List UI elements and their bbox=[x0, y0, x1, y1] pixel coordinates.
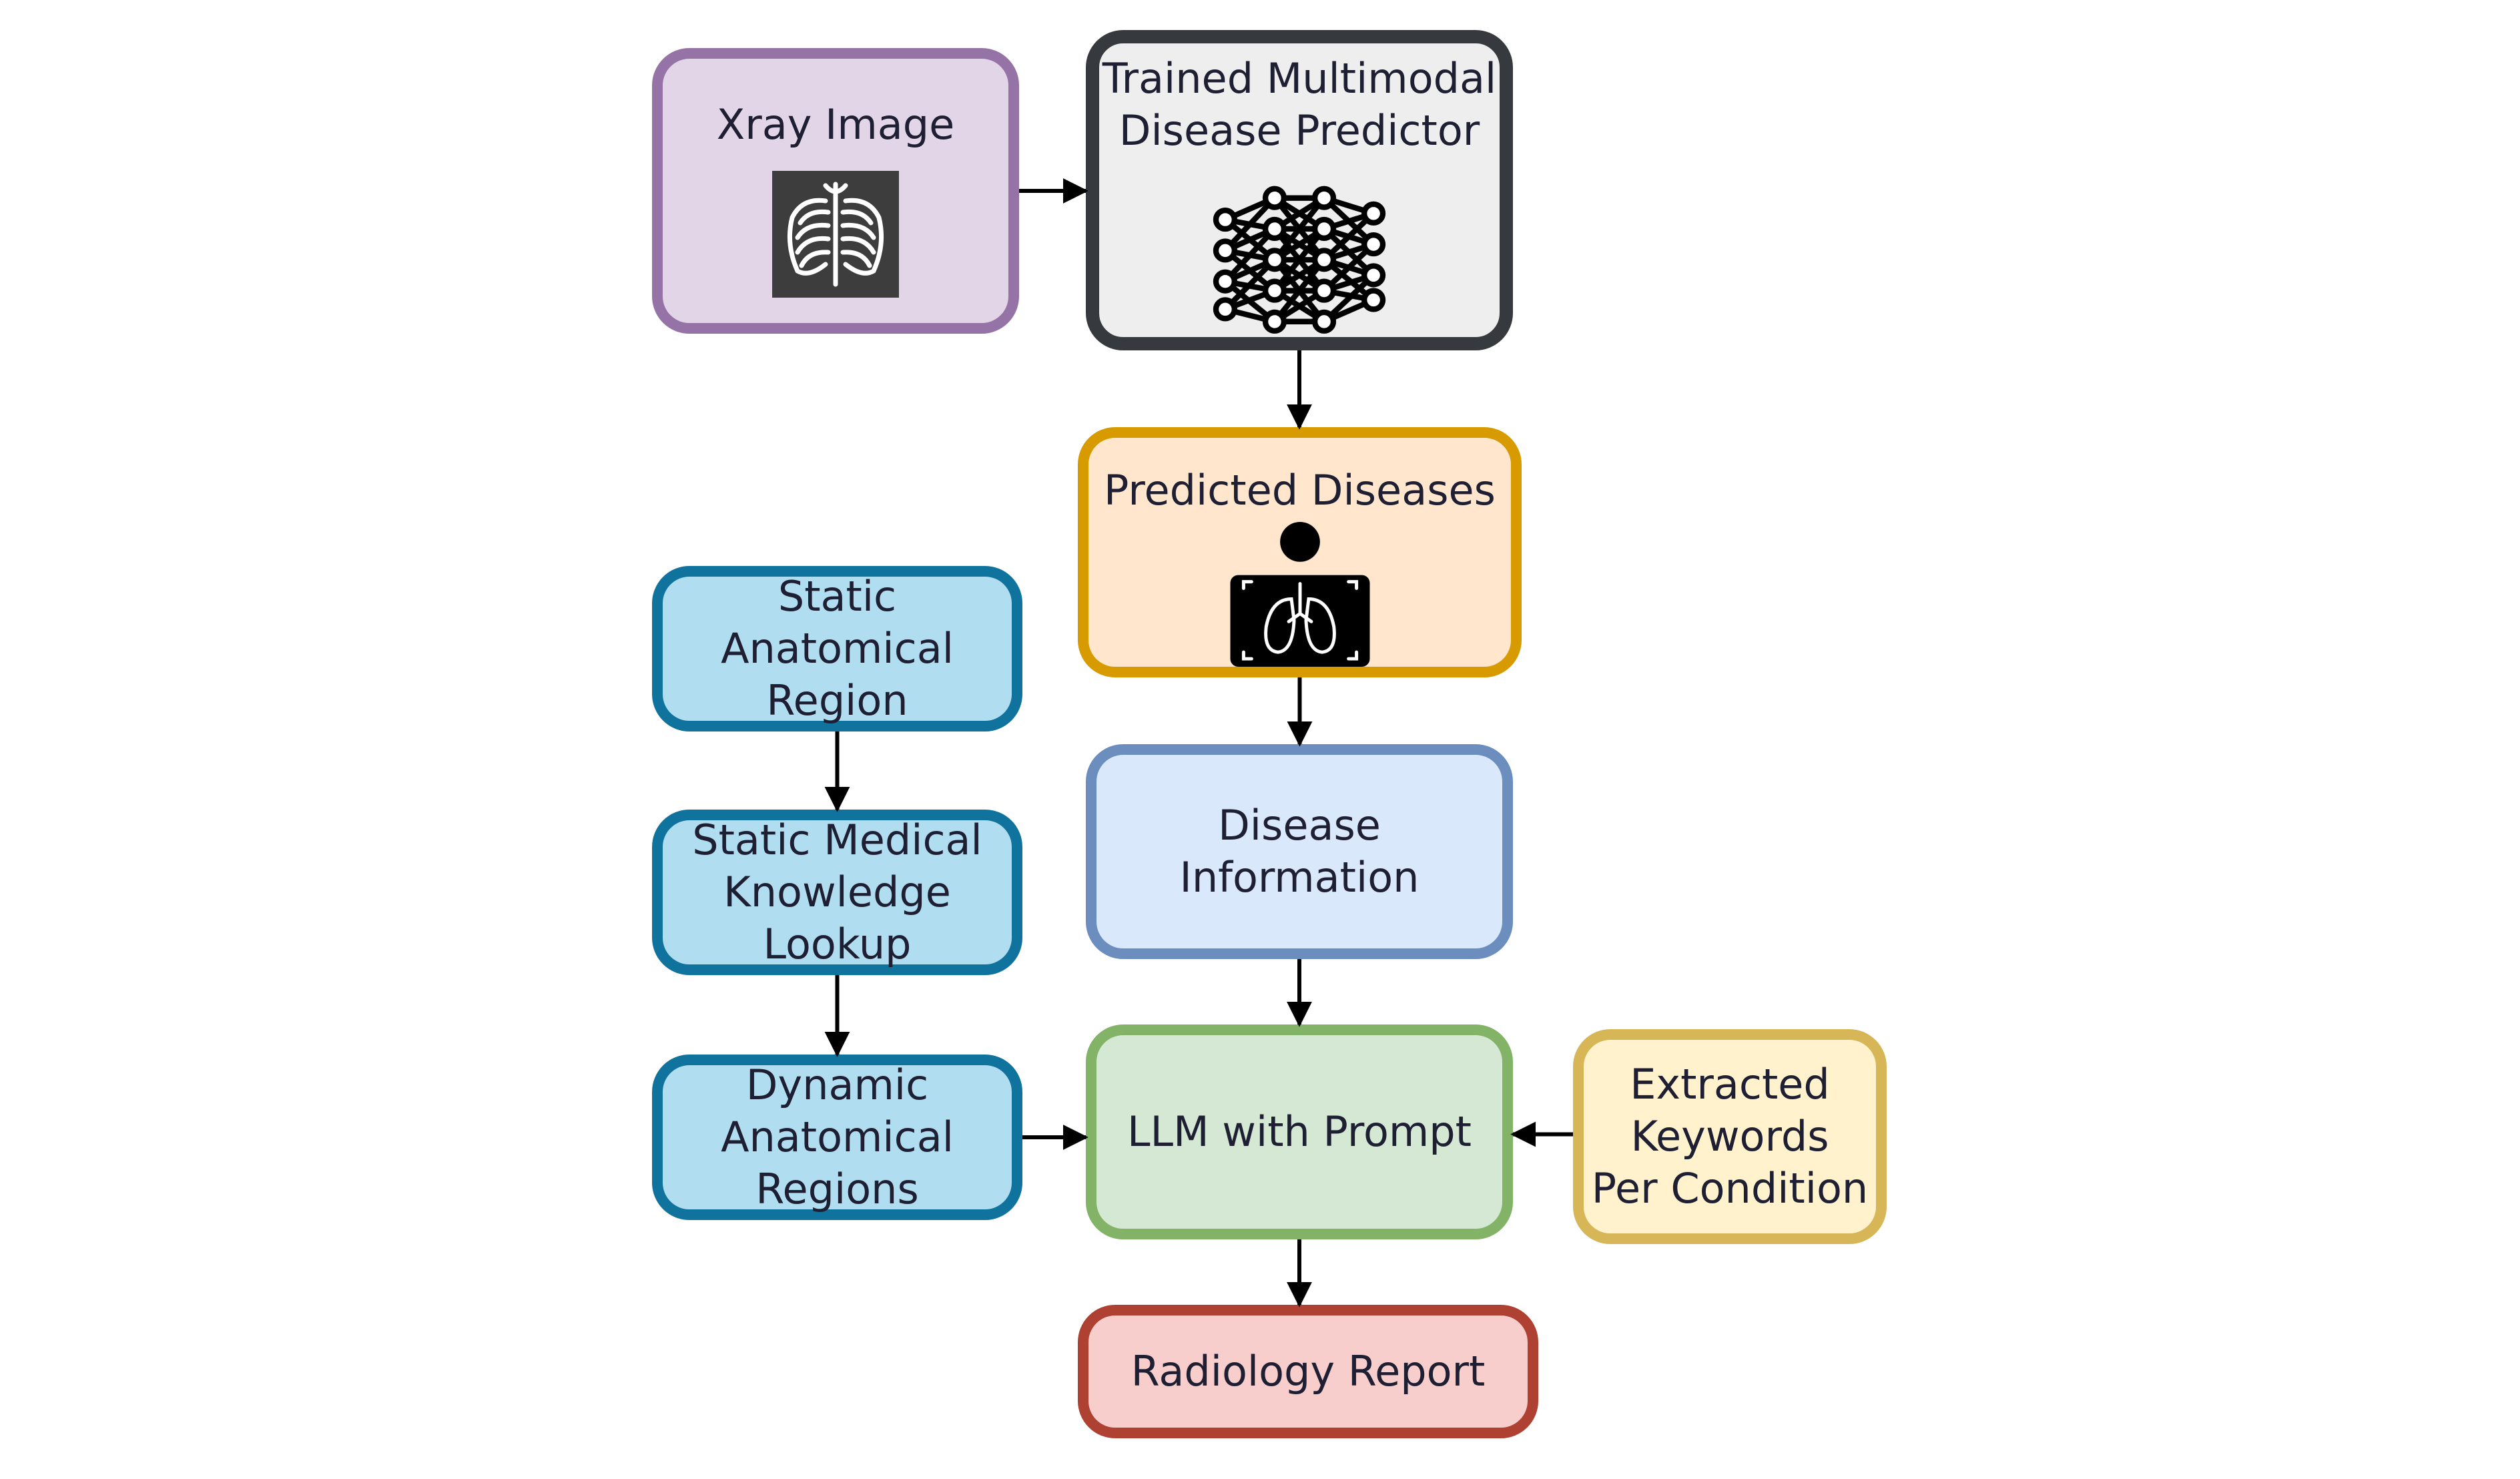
patient-lung-xray-icon bbox=[1229, 521, 1370, 667]
node-label: Disease Information bbox=[1179, 801, 1420, 902]
disease-predictor-node: Trained Multimodal Disease Predictor bbox=[1086, 30, 1513, 350]
node-label: Radiology Report bbox=[1131, 1347, 1486, 1396]
dynamic-anatomical-regions-node: Dynamic Anatomical Regions bbox=[652, 1055, 1022, 1220]
xray-image-node: Xray Image bbox=[652, 48, 1019, 334]
node-label: Xray Image bbox=[716, 100, 955, 149]
node-label: Static Anatomical Region bbox=[721, 572, 954, 725]
llm-with-prompt-node: LLM with Prompt bbox=[1086, 1024, 1513, 1239]
predicted-diseases-node: Predicted Diseases bbox=[1078, 427, 1522, 677]
extracted-keywords-node: Extracted Keywords Per Condition bbox=[1573, 1029, 1887, 1244]
node-label: Predicted Diseases bbox=[1104, 466, 1496, 515]
node-label: LLM with Prompt bbox=[1127, 1107, 1472, 1156]
node-label: Trained Multimodal Disease Predictor bbox=[1102, 54, 1497, 155]
static-knowledge-lookup-node: Static Medical Knowledge Lookup bbox=[652, 810, 1022, 975]
disease-information-node: Disease Information bbox=[1086, 744, 1513, 959]
static-anatomical-region-node: Static Anatomical Region bbox=[652, 566, 1022, 731]
radiology-report-node: Radiology Report bbox=[1078, 1305, 1538, 1438]
chest-xray-icon bbox=[772, 171, 899, 298]
node-label: Dynamic Anatomical Regions bbox=[721, 1061, 954, 1213]
node-label: Extracted Keywords Per Condition bbox=[1591, 1060, 1869, 1213]
node-label: Static Medical Knowledge Lookup bbox=[692, 816, 982, 968]
neural-network-icon bbox=[1213, 186, 1386, 334]
